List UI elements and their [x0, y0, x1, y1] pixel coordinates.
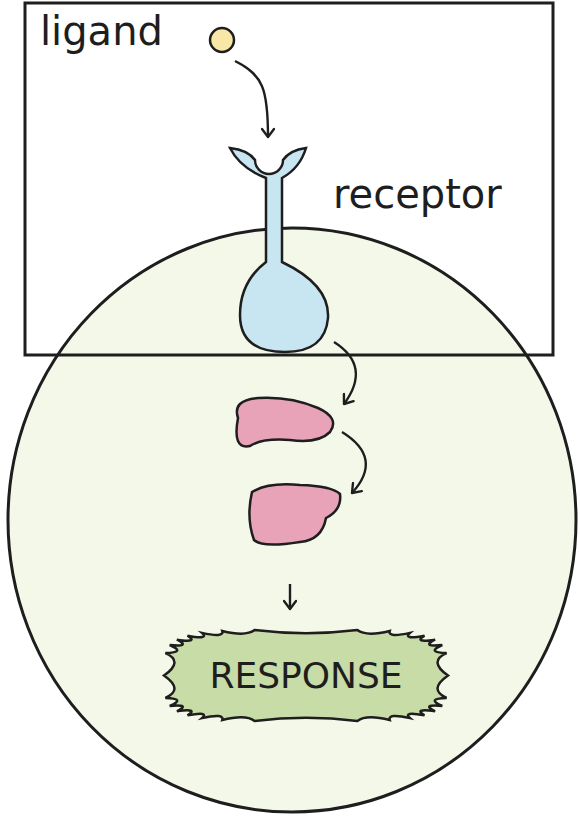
receptor-node: receptor: [225, 140, 530, 356]
signal-protein: [249, 484, 340, 544]
node-label: receptor: [333, 170, 502, 218]
signal-protein: [237, 398, 334, 447]
node-label: RESPONSE: [209, 654, 402, 697]
receptor-protein: [230, 148, 328, 352]
signal-arrow: [342, 432, 366, 493]
signal-arrow: [334, 342, 356, 404]
binding-arrow: [235, 61, 268, 137]
frame: [25, 3, 553, 355]
receptor-group: [230, 148, 328, 352]
signal-arrow: [289, 584, 291, 609]
response-node: RESPONSE: [162, 628, 450, 723]
ligand-node: ligand: [30, 5, 245, 65]
ligand-molecule: [210, 28, 234, 52]
node-label: ligand: [40, 7, 163, 55]
response-burst: [164, 630, 448, 721]
